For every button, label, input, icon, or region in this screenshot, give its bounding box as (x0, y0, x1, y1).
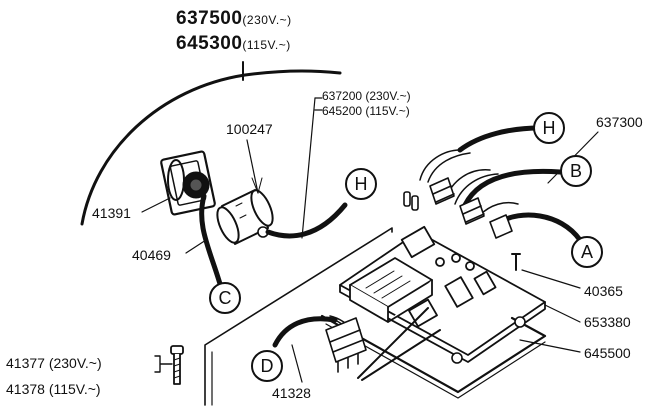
label-645300: 645300(115V.~) (176, 33, 291, 54)
mounting-rail (320, 314, 547, 394)
connector-h-left: H (345, 168, 377, 200)
circuit-board (339, 225, 546, 363)
connector-c: C (209, 282, 241, 314)
label-637200: 637200 (230V.~) (322, 89, 411, 103)
cable-d (272, 316, 338, 348)
screw-41377 (170, 345, 184, 385)
connector-h-right: H (533, 112, 565, 144)
label-637300: 637300 (596, 114, 643, 130)
pointer-arrows (357, 307, 441, 381)
cable-h1 (265, 202, 348, 239)
cable-h2 (457, 125, 543, 153)
label-40365: 40365 (584, 283, 623, 299)
cable-b (462, 168, 563, 208)
label-653380: 653380 (584, 314, 631, 330)
cable-a (497, 212, 583, 243)
label-41391: 41391 (92, 205, 131, 221)
connector-blocks (403, 177, 513, 239)
housing-arc (80, 69, 342, 226)
capacitor-100247 (216, 189, 274, 245)
connector-a: A (571, 236, 603, 268)
label-100247: 100247 (226, 121, 273, 137)
connector-d-label: D (251, 350, 283, 382)
label-645500: 645500 (584, 345, 631, 361)
connector-d (325, 317, 367, 373)
label-41377: 41377 (230V.~) (6, 355, 102, 371)
cable-c (199, 193, 223, 287)
label-41378: 41378 (115V.~) (6, 381, 101, 397)
connector-b: B (560, 155, 592, 187)
socket-41391 (160, 150, 216, 216)
label-645200: 645200 (115V.~) (322, 104, 410, 118)
label-41328: 41328 (272, 385, 311, 401)
label-40469: 40469 (132, 247, 171, 263)
screw-40365 (511, 253, 521, 271)
panel-frame (204, 227, 393, 406)
label-637500: 637500(230V.~) (176, 8, 292, 29)
